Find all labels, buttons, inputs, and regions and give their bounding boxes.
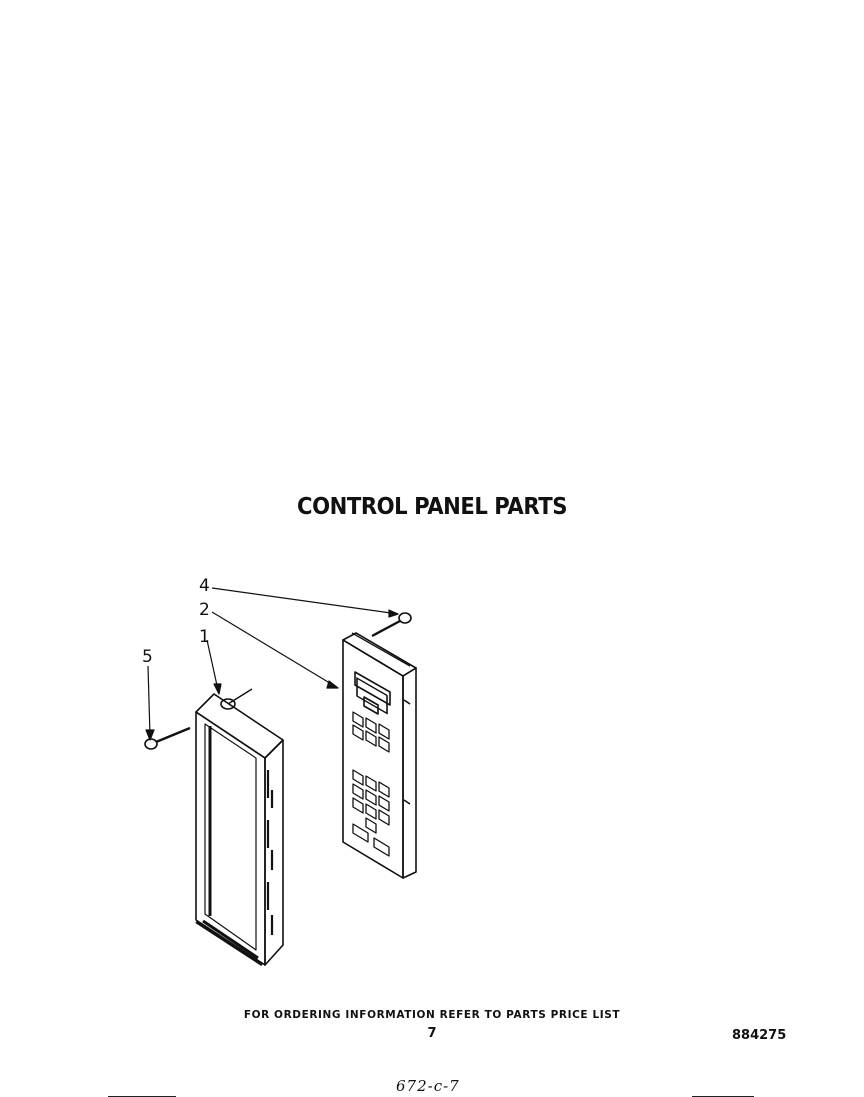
control-panel-keypad [342,632,417,879]
callout-4: 4 [199,576,210,596]
page-number: 7 [427,1026,437,1041]
control-panel-frame [195,688,284,967]
handwritten-code: 672-c-7 [396,1077,460,1095]
document-number: 884275 [732,1028,787,1043]
screw-part-4 [371,612,412,638]
callout-5: 5 [142,647,153,667]
ordering-information-note: FOR ORDERING INFORMATION REFER TO PARTS … [243,1009,621,1021]
leader-lines [145,587,399,741]
callout-2: 2 [199,600,210,620]
page-title: CONTROL PANEL PARTS [297,494,567,520]
callout-1: 1 [199,627,210,647]
